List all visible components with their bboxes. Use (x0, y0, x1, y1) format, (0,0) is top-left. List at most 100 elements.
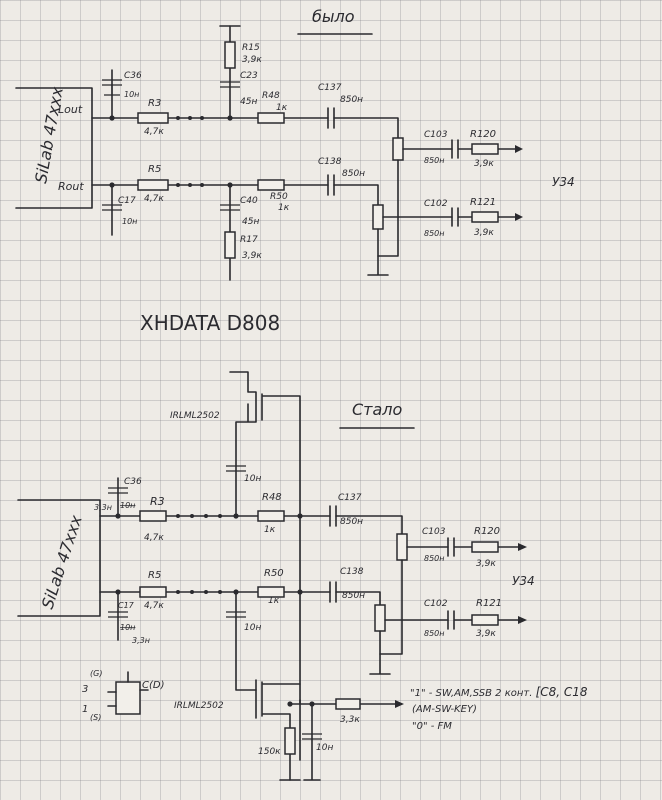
before-lout-wire (91, 117, 399, 139)
after-bot-ground (279, 703, 321, 781)
before-r5-body (137, 179, 169, 191)
before-r15-body (224, 41, 236, 69)
pinout-body (115, 681, 141, 715)
before-r48-val: 1к (276, 103, 288, 113)
after-c36-val-b: 10н (120, 501, 135, 510)
after-r48-body (257, 510, 285, 522)
before-r17-val: 3,9к (242, 251, 262, 261)
before-r120-body (471, 143, 499, 155)
after-r48-ref: R48 (262, 492, 282, 503)
after-c36-val-a: 3,3н (94, 503, 112, 512)
before-out1-arrow (515, 145, 523, 153)
before-pin-lout: Lout (58, 103, 83, 116)
before-title: было (312, 7, 355, 26)
before-r50-body (257, 179, 285, 191)
after-c137-val: 850н (340, 517, 363, 527)
after-out1-arrow (518, 543, 527, 551)
before-c40-symbol (220, 204, 240, 211)
model-title: XHDATA D808 (140, 311, 280, 335)
before-r5-val: 4,7к (144, 194, 164, 204)
after-q-top (229, 371, 301, 761)
before-pot-left-wiper (377, 148, 453, 257)
after-title: Стало (352, 400, 403, 419)
before-c40-ref: C40 (240, 196, 258, 206)
before-pot-left-body (392, 137, 404, 161)
after-r-ser-body (335, 698, 361, 710)
before-r120-ref: R120 (470, 129, 496, 140)
before-r3-body (137, 112, 169, 124)
before-r48-body (257, 112, 285, 124)
before-chip-label: SiLab 47xxx (31, 85, 67, 185)
after-r5-body (139, 586, 167, 598)
after-r50-val: 1к (268, 596, 280, 606)
after-r-bot-val: 150к (258, 747, 281, 757)
after-r121-val: 3,9к (476, 629, 496, 639)
after-r5-val: 4,7к (144, 601, 164, 611)
after-r-ser-val: 3,3к (340, 715, 360, 725)
after-c137-symbol (329, 505, 337, 527)
before-r121-val: 3,9к (474, 228, 494, 238)
after-schematic: Стало IRLML2502 10н SiLab 47xxx 10н (17, 371, 588, 781)
before-r3-ref: R3 (148, 98, 161, 109)
pinout-drain-label: C(D) (142, 680, 165, 691)
after-r50-body (257, 586, 285, 598)
before-c23-ref: C23 (240, 71, 258, 81)
after-r120-ref: R120 (474, 526, 500, 537)
after-c-top-val: 10н (244, 474, 261, 484)
before-c138-val: 850н (342, 169, 365, 179)
pinout-gate-label: (G) (90, 669, 102, 678)
after-c138-val: 850н (342, 591, 365, 601)
note-line2: (AM-SW-KEY) (412, 704, 477, 715)
before-r15-ref: R15 (242, 43, 260, 53)
after-c36-symbol (108, 487, 128, 494)
before-out2-arrow (515, 213, 523, 221)
after-pot-right-body (374, 604, 386, 632)
before-r50-ref: R50 (270, 192, 288, 202)
after-q-top-label: IRLML2502 (170, 411, 220, 421)
before-c23-val: 45н (240, 97, 257, 107)
after-r3-ref: R3 (150, 495, 165, 508)
after-c17-symbol (108, 611, 128, 618)
after-r120-val: 3,9к (476, 559, 496, 569)
after-c138-symbol (329, 581, 337, 603)
after-c17-val-a: 10н (120, 623, 135, 632)
note-line1-parts: [C8, C18 (536, 685, 588, 699)
after-chip-label: SiLab 47xxx (38, 512, 86, 611)
note-line1-text: "1" - SW,AM,SSB 2 конт. (410, 688, 536, 699)
after-pot-left-wiper (379, 546, 449, 655)
after-r120-body (471, 541, 499, 553)
before-chip-body (15, 87, 93, 209)
before-c36-symbol (102, 79, 122, 96)
before-c137-ref: C137 (318, 83, 342, 93)
after-c-mid-val: 10н (244, 623, 261, 633)
pinout-gate-num: 3 (82, 684, 88, 695)
after-c-mid-lead (235, 591, 257, 691)
after-c103-wires (447, 537, 519, 557)
before-pot-right-wiper (367, 216, 453, 276)
before-rout-wire (91, 184, 379, 206)
before-c138-symbol (327, 174, 335, 196)
before-u34-label: У34 (552, 175, 575, 189)
before-r15-val: 3,9к (242, 55, 262, 65)
after-r3-val: 4,7к (144, 533, 164, 543)
after-c36-ref: C36 (124, 477, 142, 487)
after-q-bot-label: IRLML2502 (174, 701, 224, 711)
before-c137-symbol (327, 107, 335, 129)
after-c102-wires (447, 610, 519, 630)
before-c36-ref: C36 (124, 71, 142, 81)
before-c137-val: 850н (340, 95, 363, 105)
before-c23-symbol (220, 81, 240, 88)
after-out2-arrow (518, 616, 527, 624)
after-c102-val: 850н (424, 629, 445, 638)
note-line3: "0" - FM (412, 721, 452, 732)
before-r17-body (224, 231, 236, 259)
before-schematic: было SiLab 47xxx Lout Rout (15, 7, 575, 281)
after-r121-body (471, 614, 499, 626)
after-c-top-symbol (226, 465, 246, 472)
after-junctions (115, 513, 315, 707)
after-c-bot-val: 10н (316, 743, 333, 753)
after-c102-ref: C102 (424, 599, 448, 609)
after-c137-ref: C137 (338, 493, 362, 503)
before-c17-ref: C17 (118, 196, 136, 206)
